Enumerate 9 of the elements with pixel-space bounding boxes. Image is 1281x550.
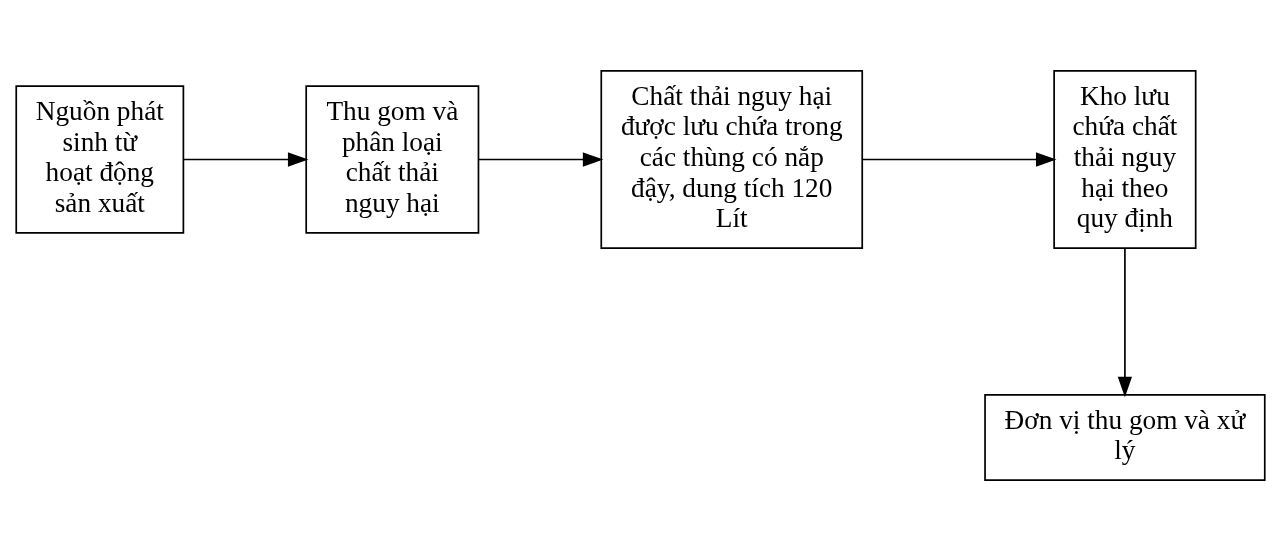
arrow [1117,247,1133,397]
node-box: Kho lưu chứa chất thải nguy hại theo quy định [1053,69,1197,249]
node-box: Đơn vị thu gom và xử lý [984,393,1266,481]
arrow [182,151,309,167]
arrow [861,151,1057,167]
node-box: Nguồn phát sinh từ hoạt động sản xuất [15,84,185,234]
node-box: Thu gom và phân loại chất thải nguy hại [305,84,480,234]
arrow [477,151,604,167]
node-box: Chất thải nguy hại được lưu chứa trong các thùng có nắp đậy, dung tích 120 Lít [600,69,864,249]
